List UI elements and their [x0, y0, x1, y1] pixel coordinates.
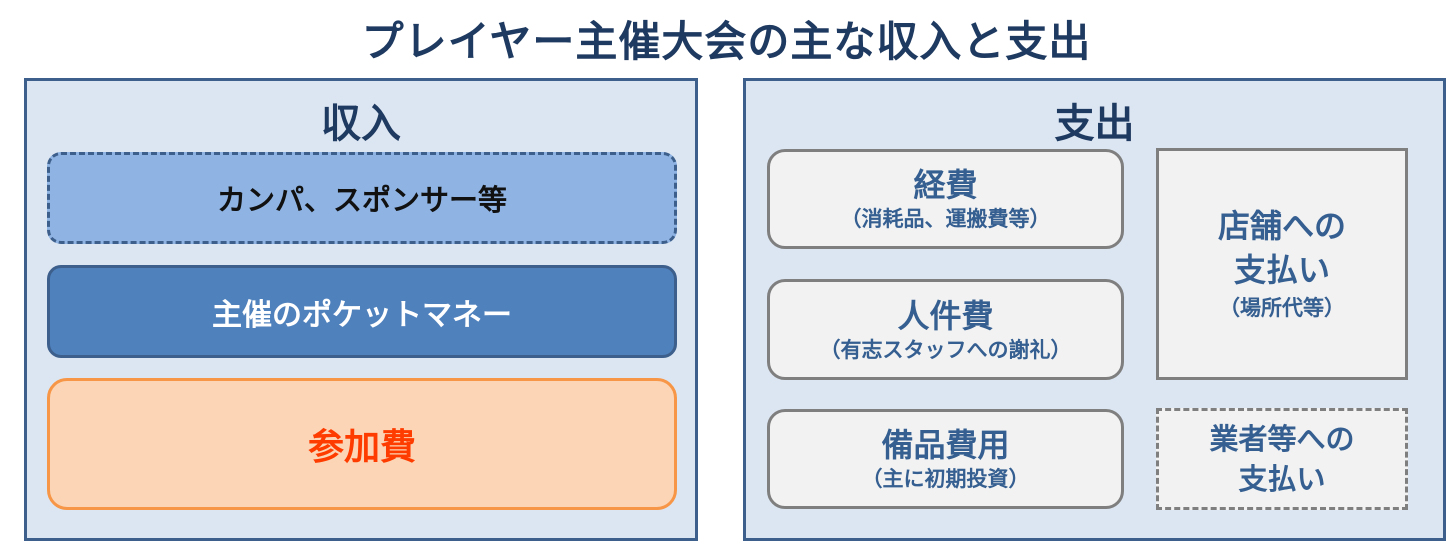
- income-label: 主催のポケットマネー: [212, 297, 512, 333]
- expense-main-label: 備品費用: [881, 426, 1010, 464]
- expense-equipment: 備品費用 （主に初期投資）: [767, 409, 1124, 509]
- expense-heading: 支出: [1054, 101, 1135, 147]
- income-organizer-pocket-money: 主催のポケットマネー: [47, 265, 677, 358]
- expense-sub-label: （主に初期投資）: [861, 467, 1030, 491]
- expense-sub-label: （有志スタッフへの謝礼）: [819, 337, 1072, 362]
- expense-personnel: 人件費 （有志スタッフへの謝礼）: [767, 279, 1124, 380]
- expense-sub-label: （場所代等）: [1219, 296, 1345, 320]
- income-label: 参加費: [307, 427, 416, 468]
- expense-main-label: 業者等への: [1209, 422, 1355, 456]
- expense-store-payment: 店舗への 支払い （場所代等）: [1156, 148, 1408, 380]
- income-entry-fee: 参加費: [47, 378, 677, 510]
- expense-main-label: 支払い: [1233, 251, 1330, 289]
- income-heading: 収入: [321, 101, 401, 147]
- diagram-title: プレイヤー主催大会の主な収入と支出: [361, 17, 1092, 66]
- expense-sub-label: （消耗品、運搬費等）: [840, 207, 1051, 231]
- expense-main-label: 人件費: [897, 296, 994, 335]
- expense-main-label: 経費: [913, 166, 978, 204]
- expense-main-label: 店舗への: [1217, 207, 1346, 245]
- expense-main-label: 支払い: [1238, 462, 1326, 496]
- income-label: カンパ、スポンサー等: [216, 183, 507, 217]
- expense-vendor-payment: 業者等への 支払い: [1156, 408, 1408, 510]
- expense-costs: 経費 （消耗品、運搬費等）: [767, 149, 1124, 249]
- income-donations-sponsors: カンパ、スポンサー等: [47, 152, 677, 244]
